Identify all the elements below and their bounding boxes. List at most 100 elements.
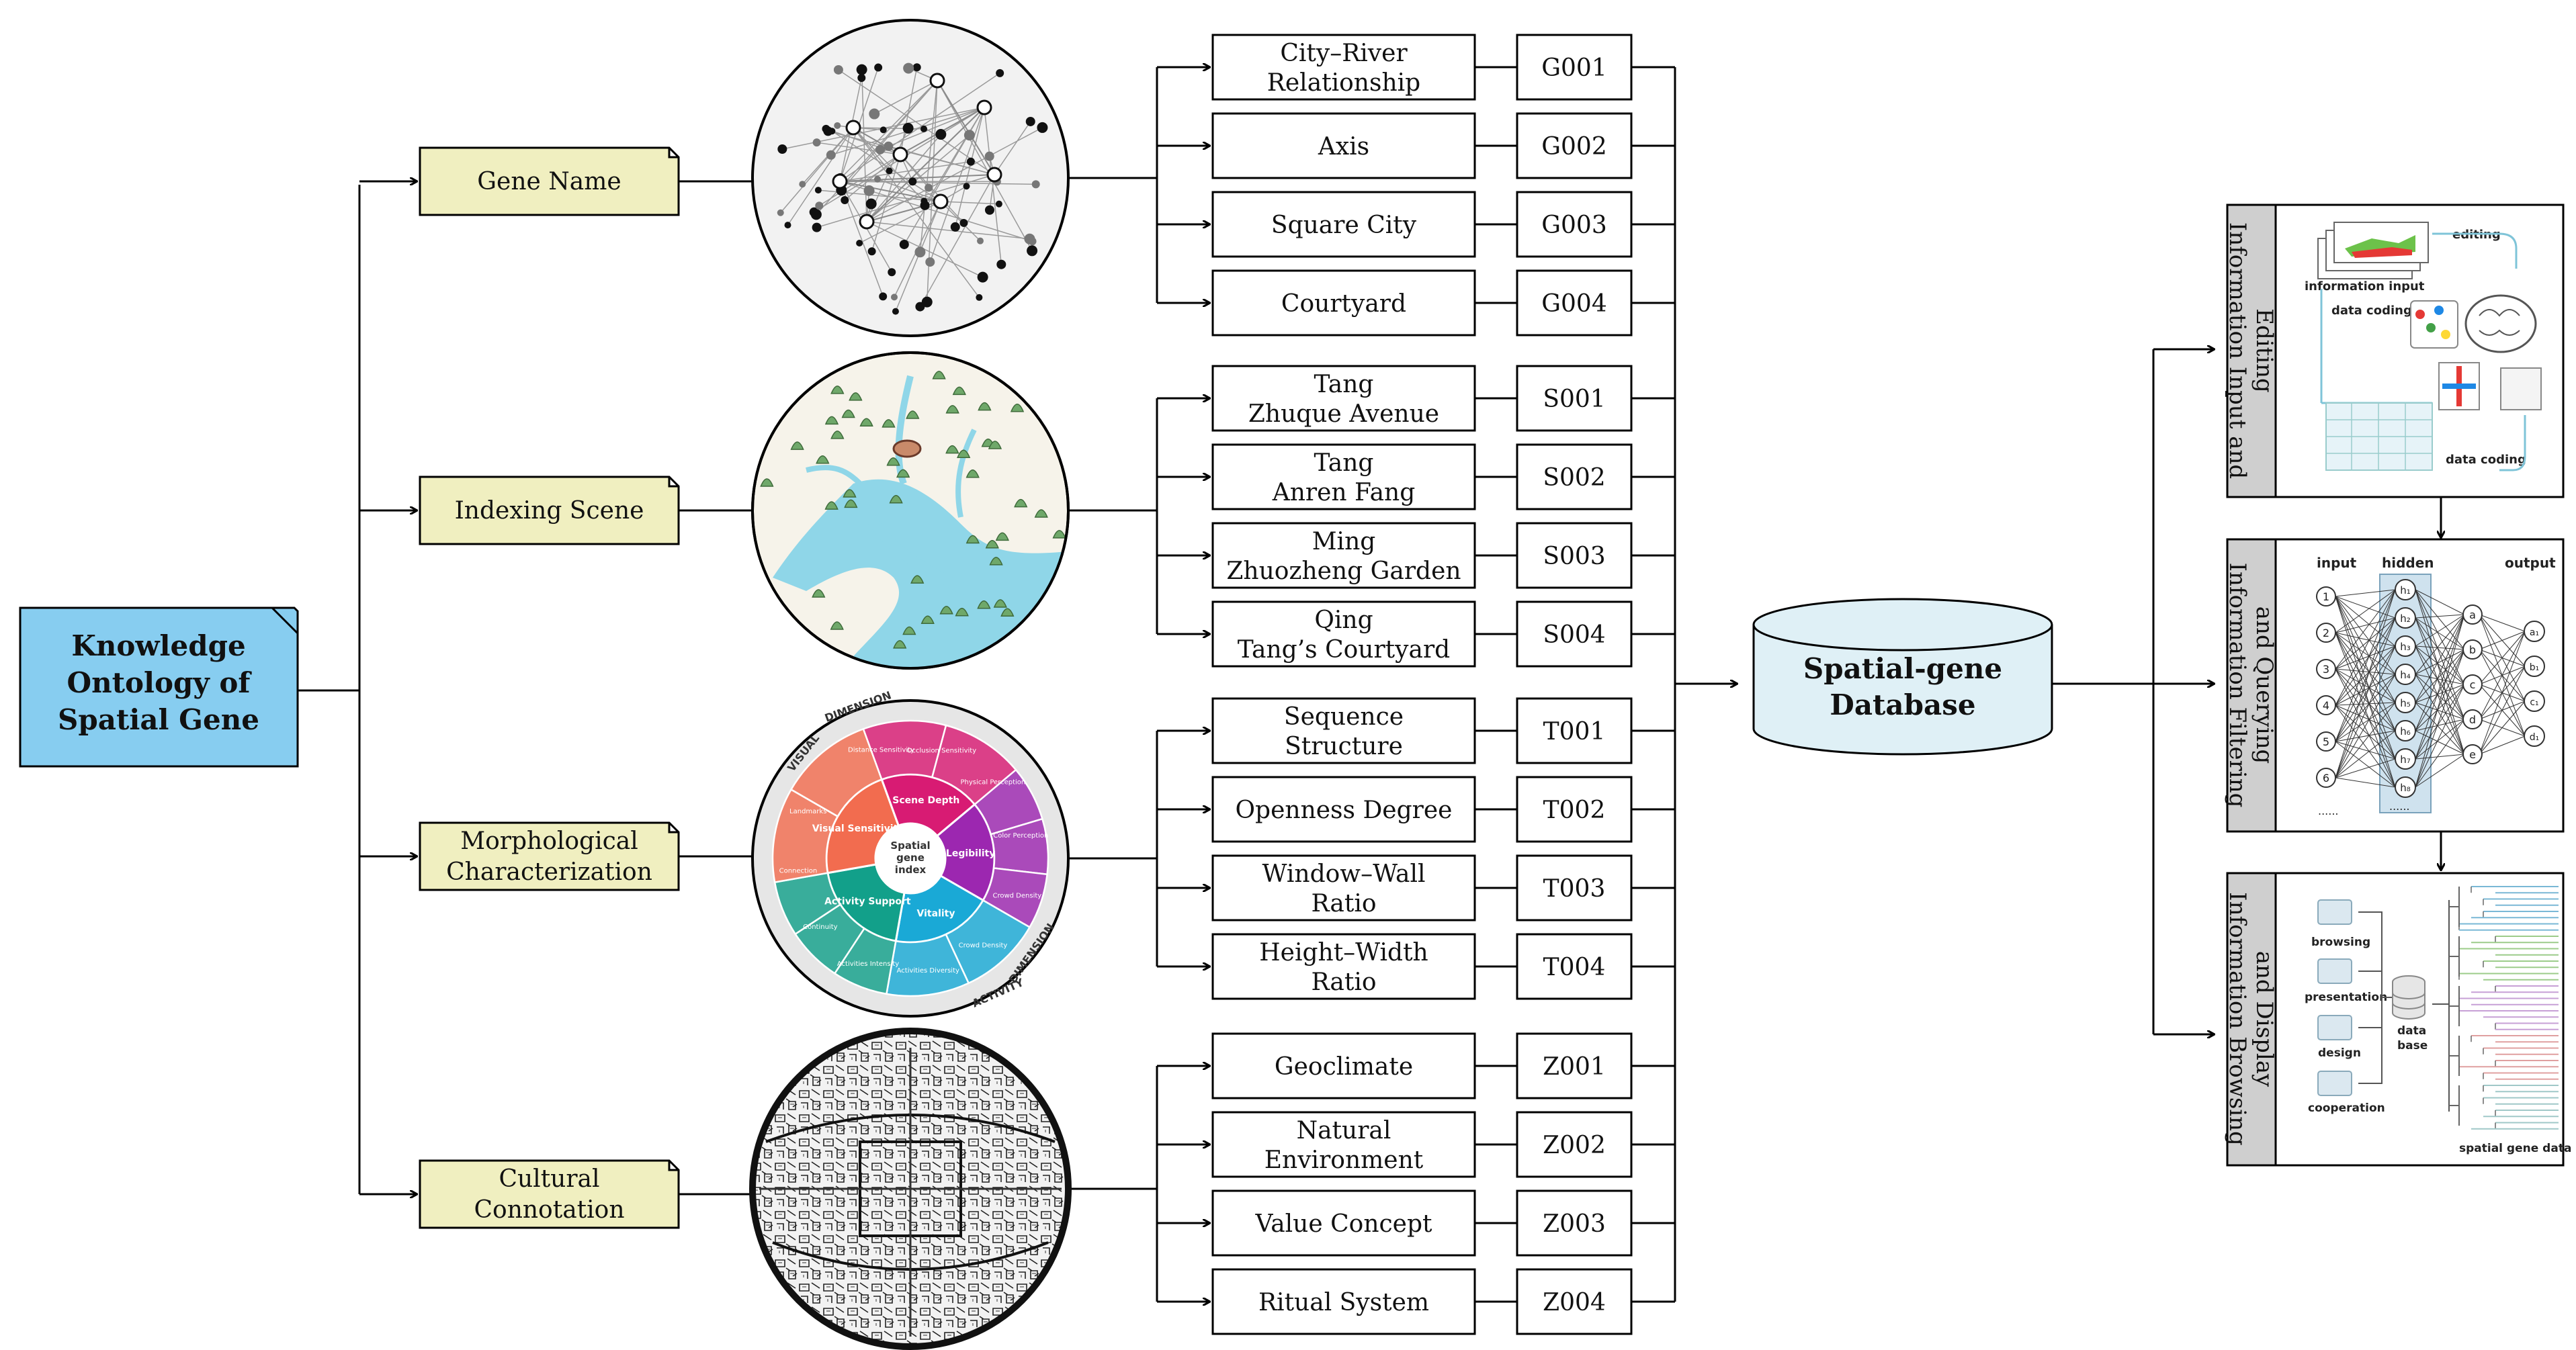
gene-code-box-3	[1516, 191, 1633, 258]
gene-code-15: Z003	[1543, 1210, 1606, 1238]
nn-out2-3: c₁	[2530, 697, 2538, 708]
category-label-4-1: Cultural	[499, 1165, 599, 1193]
wheel-center-3: index	[895, 864, 927, 876]
nn-out-4: d	[2469, 713, 2476, 726]
category-label-2-1: Indexing Scene	[455, 497, 644, 525]
category-label-1-1: Gene Name	[477, 168, 621, 195]
gene-code-5: S001	[1543, 386, 1605, 413]
wheel-sector-label-4: Activity Support	[824, 897, 911, 907]
category-node-1	[419, 146, 680, 216]
nn-hidden-6: h₆	[2400, 725, 2411, 737]
panel-title-bar-3	[2226, 872, 2277, 1167]
database-node: Spatial-gene Database	[1752, 598, 2053, 756]
ancient-map-image	[749, 1028, 1072, 1350]
database-line-2: Database	[1830, 688, 1975, 721]
gene-code-8: S004	[1543, 621, 1605, 649]
gene-code-box-5	[1516, 365, 1633, 432]
category-label-4-2: Connotation	[474, 1196, 624, 1224]
gene-code-box-4	[1516, 269, 1633, 336]
gene-box-1	[1211, 34, 1476, 101]
gene-code-6: S002	[1543, 464, 1605, 492]
gene-code-box-10	[1516, 776, 1633, 843]
gene-name-10-1: Openness Degree	[1236, 797, 1453, 824]
gene-box-12	[1211, 933, 1476, 1000]
nn-hidden-7: h₇	[2400, 754, 2411, 766]
panel-title-3-1: Information Browsing	[2224, 892, 2251, 1146]
wheel-sector-label-1: Scene Depth	[892, 795, 959, 806]
wheel-outer-label-3: Physical Perception	[961, 778, 1026, 786]
wheel-center-1: Spatial	[890, 840, 930, 852]
nn-hidden-3: h₃	[2400, 641, 2411, 653]
gene-name-14-1: Natural	[1297, 1117, 1391, 1144]
gene-name-4-1: Courtyard	[1281, 290, 1406, 318]
browse-item-4: cooperation	[2308, 1101, 2385, 1115]
nn-hidden-2: h₂	[2400, 613, 2411, 625]
gene-box-15	[1211, 1189, 1476, 1257]
gene-name-5-1: Tang	[1314, 371, 1374, 398]
gene-code-box-7	[1516, 522, 1633, 589]
gene-name-5-2: Zhuque Avenue	[1248, 400, 1439, 428]
panel-title-2-1: Information Filtering	[2224, 563, 2251, 808]
gene-code-13: Z001	[1543, 1053, 1606, 1081]
nn-out-2: b	[2469, 643, 2476, 656]
nn-output-label: output	[2505, 555, 2556, 571]
data-coding-label-2: data coding	[2446, 453, 2526, 467]
category-label-3-1: Morphological	[460, 827, 638, 855]
gene-code-3: G003	[1541, 212, 1606, 239]
panel-input-content: information input editing data coding da…	[2305, 222, 2542, 471]
category-node-4	[419, 1159, 680, 1229]
root-line-1: Knowledge	[71, 629, 245, 662]
gene-name-8-2: Tang’s Courtyard	[1238, 636, 1450, 664]
panel-title-bar-1	[2226, 204, 2277, 498]
nn-hidden-8: h₈	[2400, 782, 2411, 794]
browse-item-2: presentation	[2305, 991, 2387, 1004]
wheel-sector-label-2: Legibility	[946, 848, 995, 859]
gene-code-box-8	[1516, 600, 1633, 668]
gene-box-16	[1211, 1268, 1476, 1335]
gene-name-12-2: Ratio	[1311, 969, 1376, 996]
gene-box-2	[1211, 112, 1476, 179]
wheel-center-2: gene	[896, 852, 925, 864]
wheel-outer-label-1: Distance Sensitivity	[848, 747, 914, 754]
wheel-outer-label-5: Crowd Density	[992, 893, 1041, 900]
gene-name-1-2: Relationship	[1267, 69, 1420, 97]
nn-out2-1: a₁	[2530, 627, 2539, 638]
gene-name-13-1: Geoclimate	[1275, 1053, 1413, 1081]
panel-3	[2226, 872, 2565, 1167]
gene-box-6	[1211, 443, 1476, 510]
gene-name-7-2: Zhuozheng Garden	[1226, 557, 1461, 585]
gene-code-7: S003	[1543, 543, 1605, 570]
gene-name-15-1: Value Concept	[1255, 1210, 1433, 1238]
nn-hidden-label: hidden	[2382, 555, 2434, 571]
wheel-outer-label-7: Activities Diversity	[897, 967, 959, 975]
nn-input-5: 5	[2323, 735, 2329, 748]
gene-box-4	[1211, 269, 1476, 336]
scene-map-image	[751, 351, 1070, 670]
gene-code-box-12	[1516, 933, 1633, 1000]
gene-name-2-1: Axis	[1318, 133, 1369, 161]
nn-out2-4: d₁	[2530, 732, 2540, 743]
gene-box-3	[1211, 191, 1476, 258]
connector-lines	[298, 67, 2441, 1302]
gene-code-4: G004	[1541, 290, 1606, 318]
root-node: Knowledge Ontology of Spatial Gene	[19, 606, 299, 768]
spatial-gene-data-label: spatial gene data	[2459, 1142, 2571, 1155]
nn-hidden-4: h₄	[2400, 669, 2411, 681]
gene-box-13	[1211, 1032, 1476, 1099]
wheel-sector-label-5: Visual Sensitivity	[812, 823, 904, 834]
database-cylinder	[1752, 625, 2053, 756]
gene-name-12-1: Height–Width	[1259, 939, 1428, 966]
browse-item-1: browsing	[2311, 936, 2370, 949]
nn-input-label: input	[2317, 555, 2357, 571]
panel-title-3-2: and Display	[2251, 951, 2278, 1087]
nn-input-4: 4	[2323, 699, 2329, 712]
gene-box-8	[1211, 600, 1476, 668]
gene-box-11	[1211, 854, 1476, 921]
category-node-3	[419, 821, 680, 891]
database-line-1: Spatial-gene	[1803, 652, 2002, 685]
